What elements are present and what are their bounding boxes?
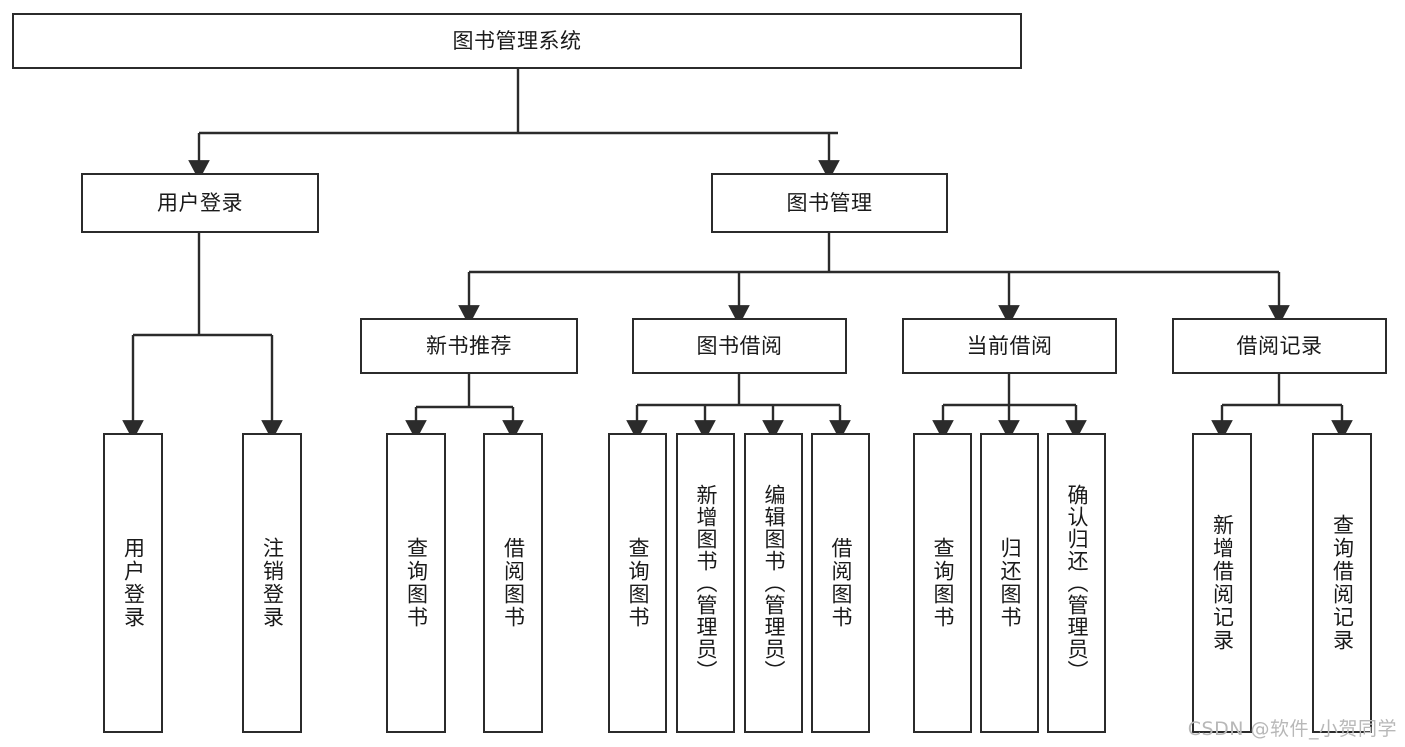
node-root-system[interactable]: 图书管理系统: [12, 13, 1022, 69]
node-label: 图书管理系统: [452, 28, 582, 53]
leaf-query-book-current[interactable]: 查询图书: [913, 433, 972, 733]
node-label: 归还图书: [998, 537, 1022, 629]
leaf-return-book[interactable]: 归还图书: [980, 433, 1039, 733]
node-label: 当前借阅: [966, 333, 1053, 358]
node-book-borrow[interactable]: 图书借阅: [632, 318, 847, 374]
node-current-borrow[interactable]: 当前借阅: [902, 318, 1117, 374]
node-label: 查询图书: [931, 537, 955, 629]
leaf-borrow-book[interactable]: 借阅图书: [811, 433, 870, 733]
node-label: 新增图书（管理员）: [694, 484, 718, 682]
node-user-login[interactable]: 用户登录: [81, 173, 319, 233]
node-label: 图书借阅: [696, 333, 783, 358]
node-book-management[interactable]: 图书管理: [711, 173, 948, 233]
node-label: 编辑图书（管理员）: [762, 484, 786, 682]
node-new-book-recommend[interactable]: 新书推荐: [360, 318, 578, 374]
node-label: 查询图书: [404, 537, 429, 629]
leaf-user-login[interactable]: 用户登录: [103, 433, 163, 733]
node-label: 新增借阅记录: [1210, 514, 1235, 652]
watermark: CSDN @软件_小贺同学: [1187, 718, 1397, 740]
leaf-confirm-return-admin[interactable]: 确认归还（管理员）: [1047, 433, 1106, 733]
node-label: 用户登录: [121, 537, 146, 629]
node-label: 用户登录: [157, 190, 243, 215]
node-label: 借阅图书: [501, 537, 526, 629]
node-label: 图书管理: [786, 190, 873, 215]
leaf-add-book-admin[interactable]: 新增图书（管理员）: [676, 433, 735, 733]
node-label: 查询图书: [626, 537, 650, 629]
leaf-logout[interactable]: 注销登录: [242, 433, 302, 733]
leaf-query-book-recommend[interactable]: 查询图书: [386, 433, 446, 733]
node-label: 新书推荐: [426, 333, 512, 358]
node-label: 确认归还（管理员）: [1065, 484, 1089, 682]
node-borrow-record[interactable]: 借阅记录: [1172, 318, 1387, 374]
node-label: 查询借阅记录: [1330, 514, 1355, 652]
leaf-borrow-book-recommend[interactable]: 借阅图书: [483, 433, 543, 733]
node-label: 注销登录: [260, 537, 285, 629]
leaf-query-borrow-record[interactable]: 查询借阅记录: [1312, 433, 1372, 733]
leaf-query-book-borrow[interactable]: 查询图书: [608, 433, 667, 733]
node-label: 借阅记录: [1236, 333, 1323, 358]
node-label: 借阅图书: [829, 537, 853, 629]
leaf-add-borrow-record[interactable]: 新增借阅记录: [1192, 433, 1252, 733]
leaf-edit-book-admin[interactable]: 编辑图书（管理员）: [744, 433, 803, 733]
